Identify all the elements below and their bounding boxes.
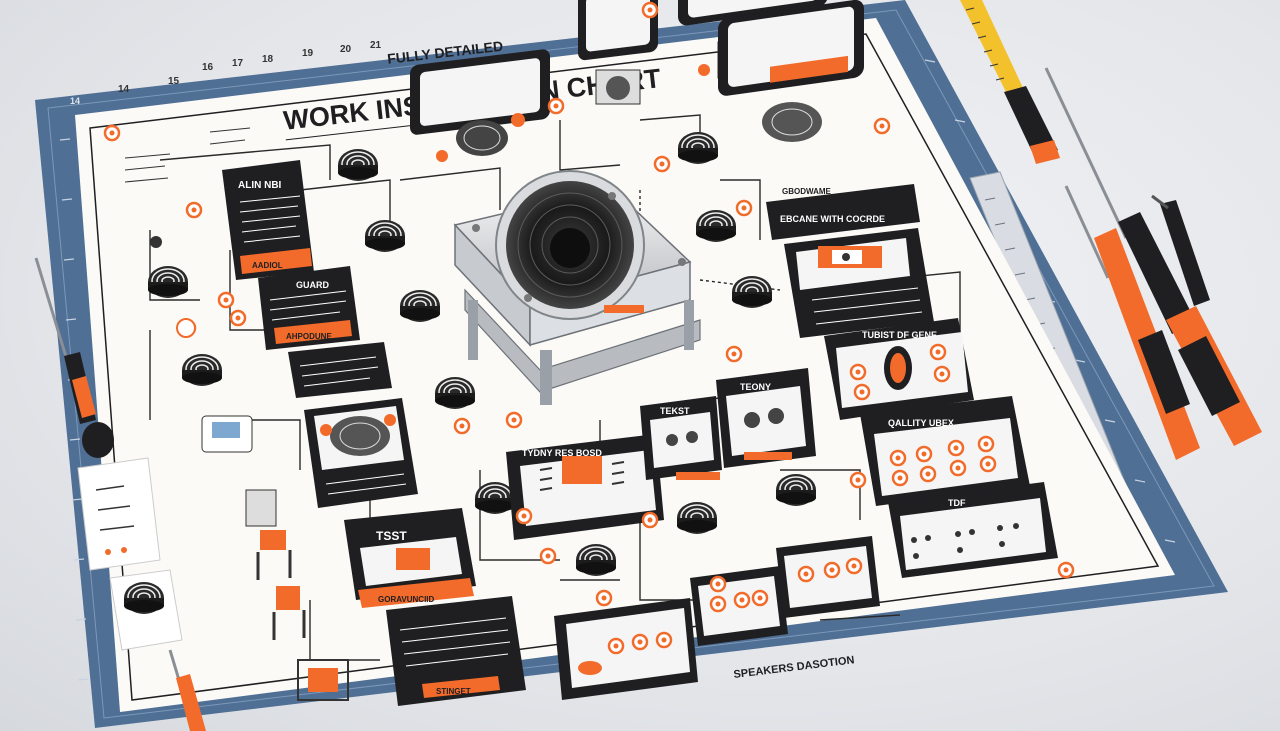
- screwdriver-icon: [1044, 67, 1262, 446]
- ruler-number: 15: [168, 76, 180, 87]
- screwdriver-icon: [168, 649, 206, 731]
- ruler-number: 20: [340, 44, 352, 55]
- panel-heading-teony: TEONY: [740, 382, 771, 392]
- panel-heading-engine: EBCANE WITH COCRDE: [780, 214, 885, 224]
- ruler-number: 14: [118, 84, 130, 95]
- panel-heading-tubist: TUBIST DF GENE: [862, 330, 937, 340]
- panel-tag-top-right: GBODWAME: [782, 187, 832, 196]
- panel-heading-tdf: TDF: [948, 498, 966, 508]
- svg-text:14: 14: [70, 96, 80, 106]
- ruler-number: 21: [370, 40, 382, 51]
- loose-card-2: [109, 569, 183, 651]
- ruler-number: 16: [202, 62, 214, 73]
- panel-quality: QALLITY UBEX: [860, 396, 1030, 506]
- jig-icon: [256, 530, 349, 701]
- loose-card-1: [77, 457, 161, 571]
- panel-tdf: TDF: [888, 482, 1058, 578]
- module-top-1: [410, 49, 550, 162]
- panel-heading-quality: QALLITY UBEX: [888, 418, 954, 428]
- module-top-2: [578, 0, 658, 105]
- panel-tag-guard: AHPODUNE: [286, 332, 332, 341]
- chart-footer: SPEAKERS DASOTION: [733, 654, 855, 681]
- ruler-number: 19: [302, 48, 314, 59]
- screwdriver-icon: [1151, 194, 1210, 306]
- module-top-4: GBODWAME: [718, 0, 864, 196]
- panel-heading-test: TSST: [376, 529, 407, 543]
- panel-guard: GUARD AHPODUNE: [258, 266, 360, 350]
- panel-tekst: TEKST: [640, 396, 722, 480]
- left-parts-column: [150, 236, 349, 701]
- panel-heading-align: ALIN NBI: [238, 180, 282, 191]
- ruler-number: 18: [262, 54, 274, 65]
- tape-measure-icon: [960, 0, 1060, 164]
- screwdriver-icon: [1064, 185, 1200, 460]
- panel-align: ALIN NBI AADIOL: [222, 160, 314, 280]
- panel-tag-stinget: STINGET: [436, 687, 471, 696]
- panel-bottom-left: STINGET: [386, 596, 526, 706]
- ruler-numbers: 14 14 15 16 17 18 19 20 21: [70, 40, 382, 106]
- panel-engine: EBCANE WITH COCRDE: [766, 184, 934, 338]
- panel-tubist: TUBIST DF GENE: [824, 318, 974, 420]
- panel-tag-align: AADIOL: [252, 261, 283, 270]
- panel-mid-left: [288, 342, 392, 398]
- panel-tag-test: GORAVUNCIID: [378, 595, 435, 604]
- panel-heading-tekst: TEKST: [660, 406, 690, 416]
- module-left-speaker: [304, 398, 418, 508]
- panel-heading-guard: GUARD: [296, 280, 329, 290]
- panel-heading-tydny: TYDNY RES BOSD: [522, 448, 602, 458]
- speaker-icon: [453, 170, 701, 405]
- ruler-number: 17: [232, 58, 244, 69]
- panel-tydny: TYDNY RES BOSD: [506, 434, 664, 540]
- screwdriver-icon: [34, 257, 114, 458]
- panel-test: TSST GORAVUNCIID: [344, 508, 476, 608]
- panel-teony: TEONY: [716, 368, 816, 468]
